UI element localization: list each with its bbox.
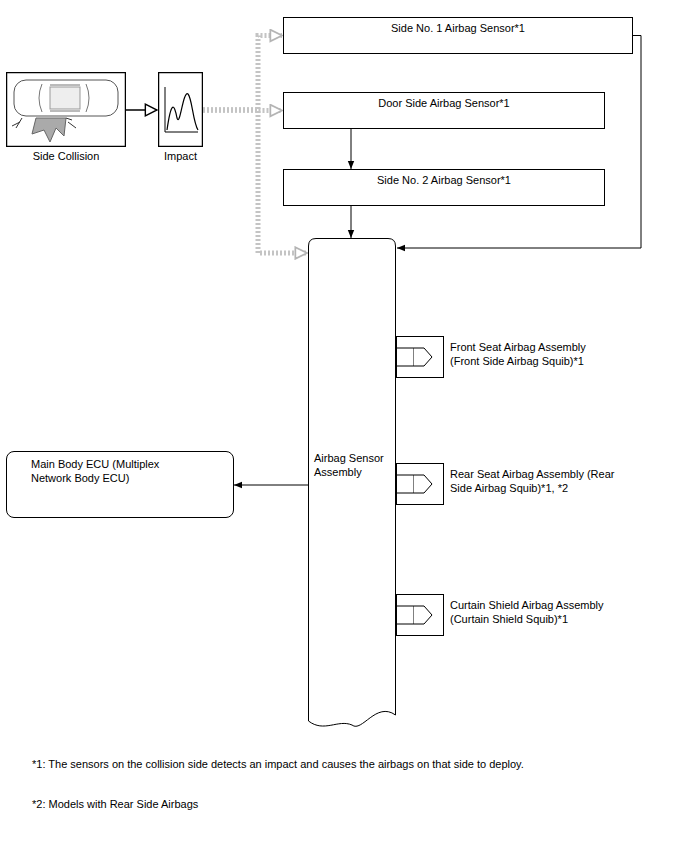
signal-line	[351, 206, 352, 238]
signal-line	[126, 109, 157, 111]
picture-caption: Impact	[138, 149, 223, 163]
impact-path	[203, 36, 282, 111]
unit-label: Airbag Sensor Assembly	[314, 451, 390, 480]
sensor-box: Side No. 2 Airbag Sensor*1	[283, 169, 605, 206]
unit-outline	[308, 238, 396, 735]
squib-label: Rear Seat Airbag Assembly (Rear Side Air…	[450, 467, 618, 496]
squib-symbol	[396, 336, 444, 378]
sensor-label: Door Side Airbag Sensor*1	[290, 96, 598, 110]
signal-line	[351, 129, 352, 169]
sensor-box: Door Side Airbag Sensor*1	[283, 92, 605, 129]
squib-symbol	[396, 594, 444, 636]
squib-label: Curtain Shield Airbag Assembly (Curtain …	[450, 598, 632, 627]
illustration	[6, 72, 126, 147]
squib-connector: Rear Seat Airbag Assembly (Rear Side Air…	[396, 463, 618, 505]
squib-connector: Front Seat Airbag Assembly (Front Side A…	[396, 336, 600, 378]
illustration-panel: Side Collision	[6, 72, 126, 163]
footnote: *1: The sensors on the collision side de…	[32, 757, 672, 771]
picture-caption: Side Collision	[0, 149, 146, 163]
illustration	[158, 72, 203, 147]
signal-line	[397, 36, 641, 249]
impact-path	[203, 108, 282, 114]
squib-label: Front Seat Airbag Assembly (Front Side A…	[450, 340, 600, 369]
footnote: *2: Models with Rear Side Airbags	[32, 797, 672, 811]
squib-connector: Curtain Shield Airbag Assembly (Curtain …	[396, 594, 632, 636]
squib-symbol	[396, 463, 444, 505]
ecu-box: Main Body ECU (Multiplex Network Body EC…	[6, 451, 234, 518]
ecu-label: Main Body ECU (Multiplex Network Body EC…	[31, 457, 171, 486]
illustration-panel: Impact	[158, 72, 203, 163]
control-unit: Airbag Sensor Assembly	[308, 238, 396, 735]
signal-line	[234, 485, 308, 486]
sensor-label: Side No. 2 Airbag Sensor*1	[290, 173, 598, 187]
sensor-box: Side No. 1 Airbag Sensor*1	[283, 17, 633, 54]
sensor-label: Side No. 1 Airbag Sensor*1	[290, 21, 626, 35]
